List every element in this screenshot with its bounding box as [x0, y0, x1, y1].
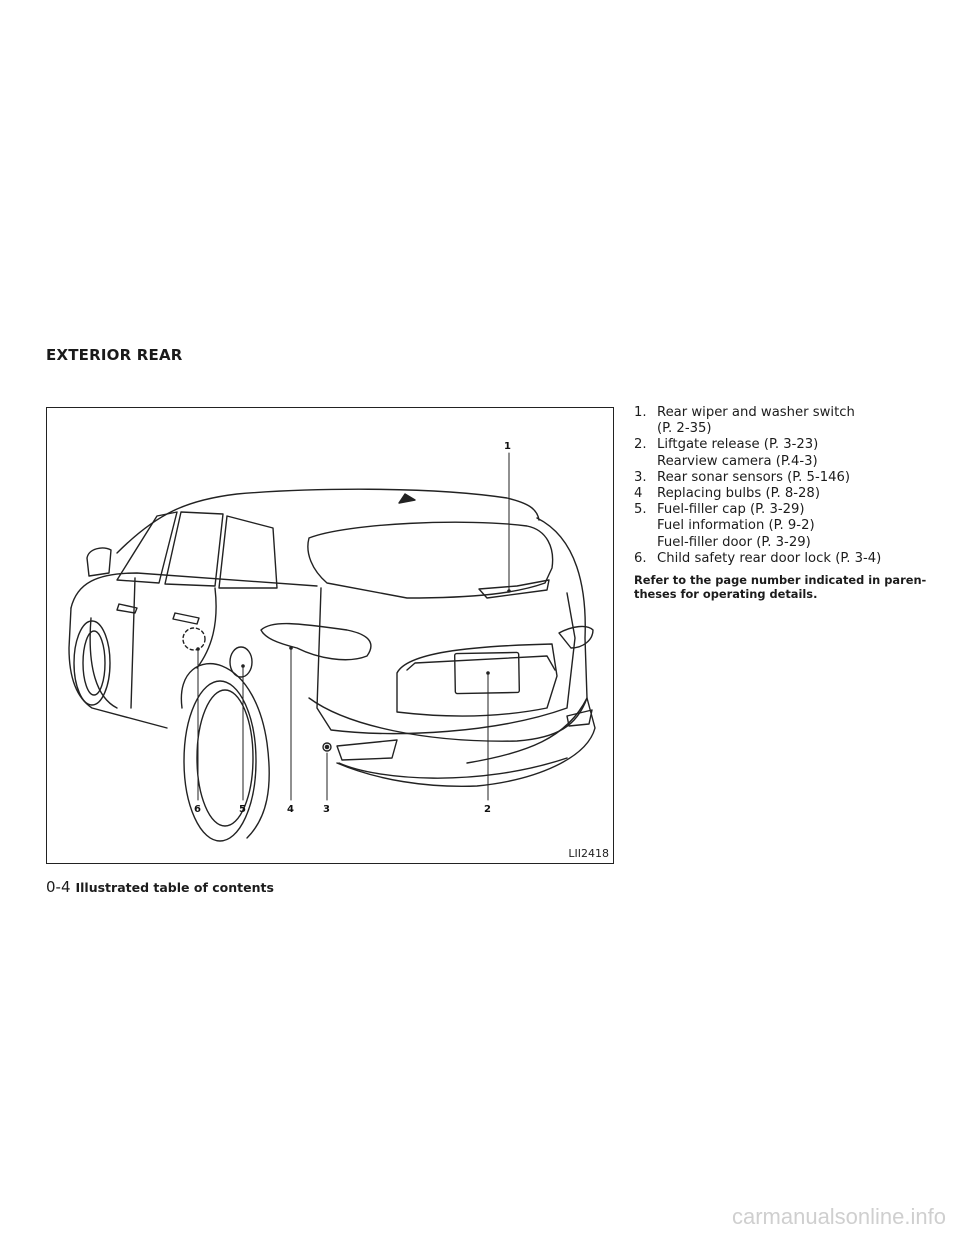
legend-item: 3. Rear sonar sensors (P. 5-146) — [634, 470, 934, 486]
callout-5: 5 — [239, 804, 246, 815]
legend-list: 1. Rear wiper and washer switch (P. 2-35… — [634, 405, 934, 601]
legend-number: 5. — [634, 502, 647, 518]
legend-text: Rearview camera (P.4-3) — [657, 453, 818, 469]
operating-details-note: Refer to the page number indicated in pa… — [634, 573, 927, 602]
callout-2: 2 — [484, 804, 491, 815]
footer-title: Illustrated table of contents — [75, 880, 274, 895]
callout-3: 3 — [323, 804, 330, 815]
legend-text: Fuel information (P. 9-2) — [657, 518, 815, 534]
legend-number: 6. — [634, 550, 647, 566]
watermark-text: carmanualsonline.info — [731, 1204, 946, 1229]
legend-text: Rear sonar sensors (P. 5-146) — [657, 469, 851, 485]
page-footer: 0-4 Illustrated table of contents — [46, 878, 274, 896]
legend-text: Replacing bulbs (P. 8-28) — [657, 486, 820, 502]
callout-6: 6 — [194, 804, 201, 815]
legend-number: 3. — [634, 469, 647, 485]
legend-text: Fuel-filler cap (P. 3-29) — [657, 502, 805, 518]
legend-item: 5. Fuel-filler cap (P. 3-29) Fuel inform… — [634, 502, 934, 551]
legend-number: 1. — [634, 405, 647, 420]
legend-text: (P. 2-35) — [657, 421, 712, 437]
legend-text: Fuel-filler door (P. 3-29) — [657, 534, 811, 550]
legend-text: Liftgate release (P. 3-23) — [657, 437, 819, 453]
callout-4: 4 — [287, 804, 294, 815]
legend-number: 4 — [634, 486, 643, 502]
section-title: EXTERIOR REAR — [46, 346, 183, 364]
exterior-rear-illustration: 1 2 3 4 5 6 LII2418 — [46, 407, 614, 864]
legend-text: Child safety rear door lock (P. 3-4) — [657, 550, 882, 566]
callout-1: 1 — [504, 441, 511, 452]
legend-item: 2. Liftgate release (P. 3-23) Rearview c… — [634, 437, 934, 469]
legend-text: Rear wiper and washer switch — [657, 405, 855, 420]
legend-number: 2. — [634, 437, 647, 453]
vehicle-line-drawing — [68, 452, 596, 842]
page-number: 0-4 — [46, 878, 71, 896]
legend-item: 4 Replacing bulbs (P. 8-28) — [634, 486, 934, 502]
legend-item: 6. Child safety rear door lock (P. 3-4) — [634, 551, 934, 567]
figure-code: LII2418 — [568, 847, 609, 860]
legend-item: 1. Rear wiper and washer switch (P. 2-35… — [634, 405, 934, 437]
